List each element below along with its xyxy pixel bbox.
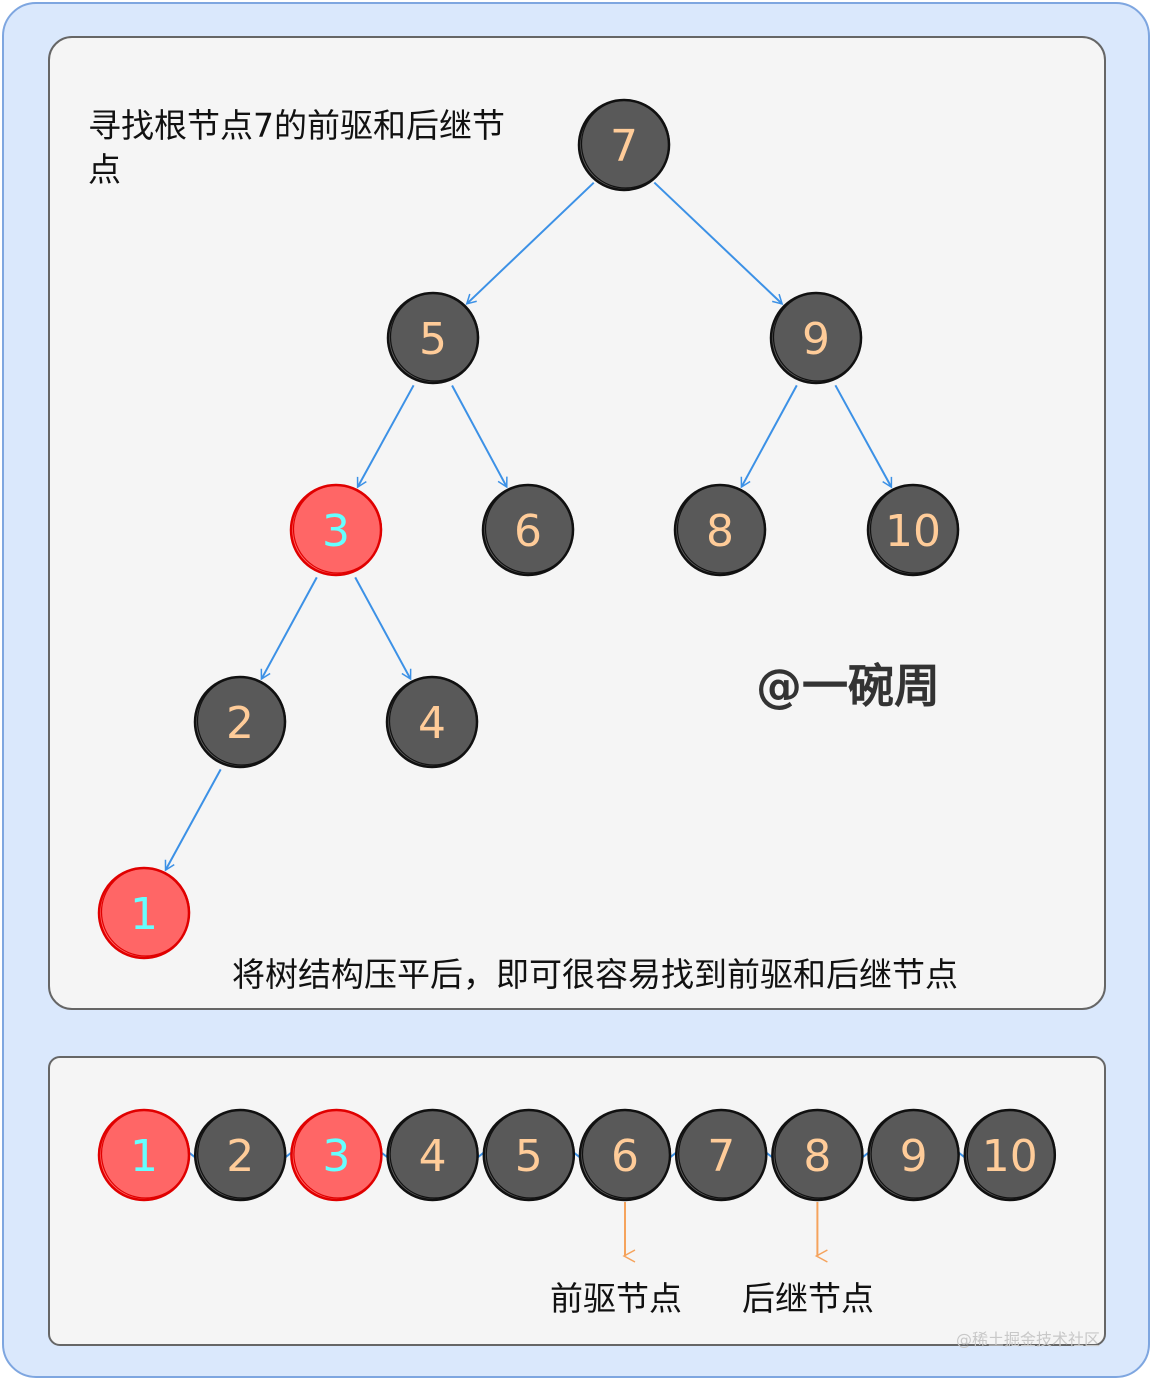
- svg-text:8: 8: [706, 506, 734, 557]
- svg-text:10: 10: [885, 506, 941, 557]
- svg-text:5: 5: [515, 1131, 543, 1182]
- flat-connector-line: [143, 1115, 1011, 1195]
- flat-node-4: 4: [386, 1108, 479, 1202]
- flat-zigzag-line: [143, 1115, 1011, 1195]
- edge-5-6: [451, 385, 508, 489]
- flat-node-6: 6: [578, 1108, 672, 1202]
- flat-node-5: 5: [482, 1108, 576, 1202]
- edge-5-3: [356, 384, 415, 489]
- tree-node-4: 4: [385, 675, 479, 769]
- edge-3-2: [260, 576, 318, 681]
- flat-node-10: 10: [963, 1108, 1057, 1202]
- successor-label: 后继节点: [742, 1279, 874, 1318]
- tree-node-5: 5: [386, 291, 480, 385]
- flat-node-8: 8: [771, 1108, 864, 1202]
- svg-text:9: 9: [900, 1131, 928, 1182]
- watermark: @稀土掘金技术社区: [956, 1330, 1101, 1349]
- svg-text:3: 3: [322, 1131, 350, 1182]
- svg-text:7: 7: [610, 121, 638, 172]
- tree-title: 寻找根节点7的前驱和后继节点: [88, 106, 505, 189]
- svg-text:2: 2: [226, 698, 254, 749]
- svg-text:10: 10: [982, 1131, 1038, 1182]
- tree-node-1: 1: [97, 866, 191, 960]
- svg-text:4: 4: [419, 1131, 447, 1182]
- edge-7-9: [653, 181, 784, 306]
- author-credit: @一碗周: [756, 659, 940, 713]
- svg-text:6: 6: [611, 1131, 639, 1182]
- flat-node-9: 9: [867, 1108, 960, 1202]
- svg-text:9: 9: [802, 314, 830, 365]
- svg-text:4: 4: [418, 698, 446, 749]
- tree-nodes: 7 5 9 3 6 8 10 2 4 1: [97, 98, 960, 960]
- flattened-panel: [48, 1056, 1106, 1346]
- flat-node-3: 3: [290, 1108, 383, 1202]
- tree-node-10: 10: [866, 483, 960, 577]
- caption: 将树结构压平后，即可很容易找到前驱和后继节点: [232, 955, 958, 994]
- svg-text:8: 8: [803, 1131, 831, 1182]
- svg-text:1: 1: [130, 1131, 158, 1182]
- pointer-arrows: [622, 1202, 828, 1263]
- flat-node-7: 7: [674, 1108, 768, 1202]
- tree-node-3: 3: [289, 483, 383, 577]
- tree-node-6: 6: [481, 483, 575, 577]
- tree-node-9: 9: [769, 291, 863, 385]
- flat-nodes: 1 2 3 4 5 6 7 8 9 10: [97, 1108, 1057, 1202]
- edge-3-4: [354, 576, 412, 681]
- predecessor-label: 前驱节点: [550, 1279, 682, 1318]
- edge-2-1: [164, 768, 222, 872]
- tree-edges: [164, 181, 893, 872]
- svg-text:5: 5: [419, 314, 447, 365]
- edge-7-5: [465, 181, 595, 305]
- svg-text:2: 2: [226, 1131, 254, 1182]
- svg-text:1: 1: [130, 889, 158, 940]
- tree-node-8: 8: [673, 483, 767, 577]
- tree-node-7: 7: [577, 98, 671, 192]
- svg-text:7: 7: [707, 1131, 735, 1182]
- edge-9-8: [740, 384, 798, 489]
- tree-node-2: 2: [193, 675, 287, 769]
- edge-9-10: [834, 384, 893, 489]
- flat-node-2: 2: [193, 1108, 287, 1202]
- svg-text:6: 6: [514, 506, 542, 557]
- svg-text:3: 3: [322, 506, 350, 557]
- flat-node-1: 1: [97, 1108, 191, 1202]
